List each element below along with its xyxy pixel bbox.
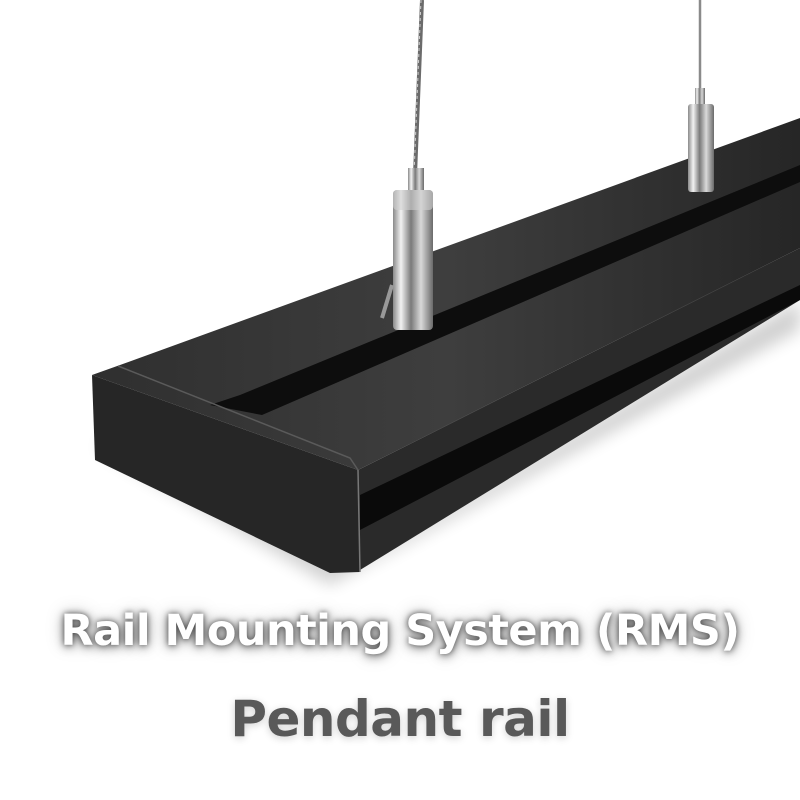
- steel-cable-left-highlight: [413, 0, 422, 176]
- rail-side-slot: [360, 285, 800, 530]
- cable-gripper-left-cap: [393, 190, 433, 210]
- steel-cable-left: [413, 0, 424, 176]
- end-cap-seam: [357, 469, 361, 573]
- rail-end-cap: [92, 375, 360, 573]
- caption-subtitle: Pendant rail: [230, 690, 570, 748]
- cable-gripper-right-tip: [695, 88, 705, 106]
- rail-channel: [210, 165, 800, 415]
- cable-gripper-right: [688, 104, 714, 192]
- cable-gripper-left: [393, 190, 433, 330]
- rail-top-surface: [92, 118, 800, 470]
- cable-gripper-left-tip: [408, 168, 424, 194]
- end-cap-edge: [117, 365, 359, 471]
- caption-title: Rail Mounting System (RMS): [60, 606, 740, 656]
- cable-tail-left: [380, 284, 394, 319]
